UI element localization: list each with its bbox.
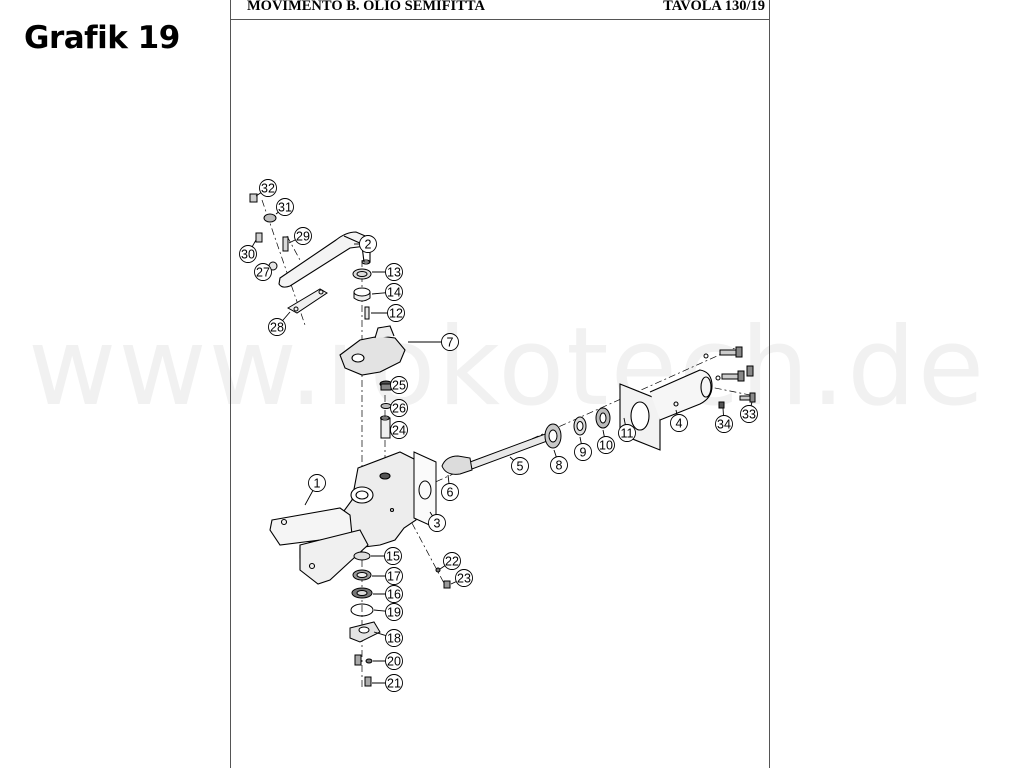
callout-label: 9 (580, 445, 587, 459)
callout-bubble (259, 179, 277, 197)
sheet-header: MOVIMENTO B. OLIO SEMIFITTA TAVOLA 130/1… (231, 0, 769, 20)
lower-seal-stack (349, 551, 381, 687)
callout-label: 6 (447, 485, 454, 499)
callout-label: 14 (387, 285, 401, 299)
sheet-table-number: TAVOLA 130/19 (663, 0, 765, 14)
callout-bubble (385, 585, 403, 603)
callout-label: 1 (314, 476, 321, 490)
callout-label: 33 (742, 407, 756, 421)
callout-bubble (574, 443, 592, 461)
callout-bubble (390, 399, 408, 417)
sheet-title: MOVIMENTO B. OLIO SEMIFITTA (247, 0, 485, 14)
plug-and-sleeve (379, 380, 393, 439)
callout-bubble (441, 333, 459, 351)
callout-bubble (597, 436, 615, 454)
callout-bubble (239, 245, 257, 263)
callout-label: 30 (241, 247, 255, 261)
callout-label: 2 (365, 237, 372, 251)
page-label: Grafik 19 (24, 20, 180, 56)
callout-label: 4 (676, 416, 683, 430)
link-plate (286, 288, 328, 314)
callout-bubble (385, 603, 403, 621)
callout-label: 19 (387, 605, 401, 619)
callout-label: 16 (387, 587, 401, 601)
callout-label: 22 (445, 554, 459, 568)
callout-bubble (385, 674, 403, 692)
callout-bubble (740, 405, 758, 423)
callout-label: 17 (387, 569, 401, 583)
callout-bubble (390, 421, 408, 439)
callout-bubble (385, 283, 403, 301)
right-side-bolts (703, 346, 756, 409)
callout-label: 26 (392, 401, 406, 415)
upper-left-fasteners (249, 193, 289, 271)
callout-label: 15 (386, 549, 400, 563)
callout-label: 23 (457, 571, 471, 585)
callout-bubble (443, 552, 461, 570)
flange-tube (619, 369, 713, 451)
callout-label: 32 (261, 181, 275, 195)
callout-bubble (455, 569, 473, 587)
callout-bubble (390, 376, 408, 394)
callout-label: 20 (387, 654, 401, 668)
bushing-rings (352, 268, 372, 320)
callout-bubble (670, 414, 688, 432)
callout-bubble (715, 415, 733, 433)
callout-label: 12 (389, 306, 403, 320)
callout-bubble (268, 318, 286, 336)
callout-bubble (385, 652, 403, 670)
callout-label: 7 (447, 335, 454, 349)
callout-label: 24 (392, 423, 406, 437)
callout-bubble (618, 424, 636, 442)
callout-bubble (441, 483, 459, 501)
callout-label: 27 (256, 265, 270, 279)
callout-label: 10 (599, 438, 613, 452)
callout-bubble (550, 456, 568, 474)
callout-bubble (294, 227, 312, 245)
callout-label: 8 (556, 458, 563, 472)
callout-label: 28 (270, 320, 284, 334)
callout-bubble (385, 263, 403, 281)
callout-label: 3 (434, 516, 441, 530)
callout-bubble (308, 474, 326, 492)
callout-bubble (387, 304, 405, 322)
callout-label: 11 (621, 426, 634, 440)
bearings-and-clip (544, 405, 628, 449)
shaft (441, 429, 559, 475)
callout-label: 5 (517, 459, 524, 473)
callout-bubble (385, 629, 403, 647)
callout-bubble (511, 457, 529, 475)
callout-bubble (385, 567, 403, 585)
callout-bubble (384, 547, 402, 565)
assembly-axes (261, 199, 751, 690)
callout-bubble (428, 514, 446, 532)
callout-label: 21 (387, 676, 401, 690)
callout-bubble (254, 263, 272, 281)
handle-lever (278, 231, 371, 288)
callout-bubble (276, 198, 294, 216)
callout-label: 34 (717, 417, 731, 431)
gearbox-housing (269, 451, 417, 585)
selector-bracket (339, 325, 406, 376)
callout-label: 18 (387, 631, 401, 645)
callout-label: 13 (387, 265, 401, 279)
callout-label: 25 (392, 378, 406, 392)
callout-label: 31 (278, 200, 292, 214)
small-screws (435, 567, 451, 589)
drawing-sheet: MOVIMENTO B. OLIO SEMIFITTA TAVOLA 130/1… (230, 0, 770, 768)
callout-label: 29 (296, 229, 310, 243)
callout-bubble (359, 235, 377, 253)
